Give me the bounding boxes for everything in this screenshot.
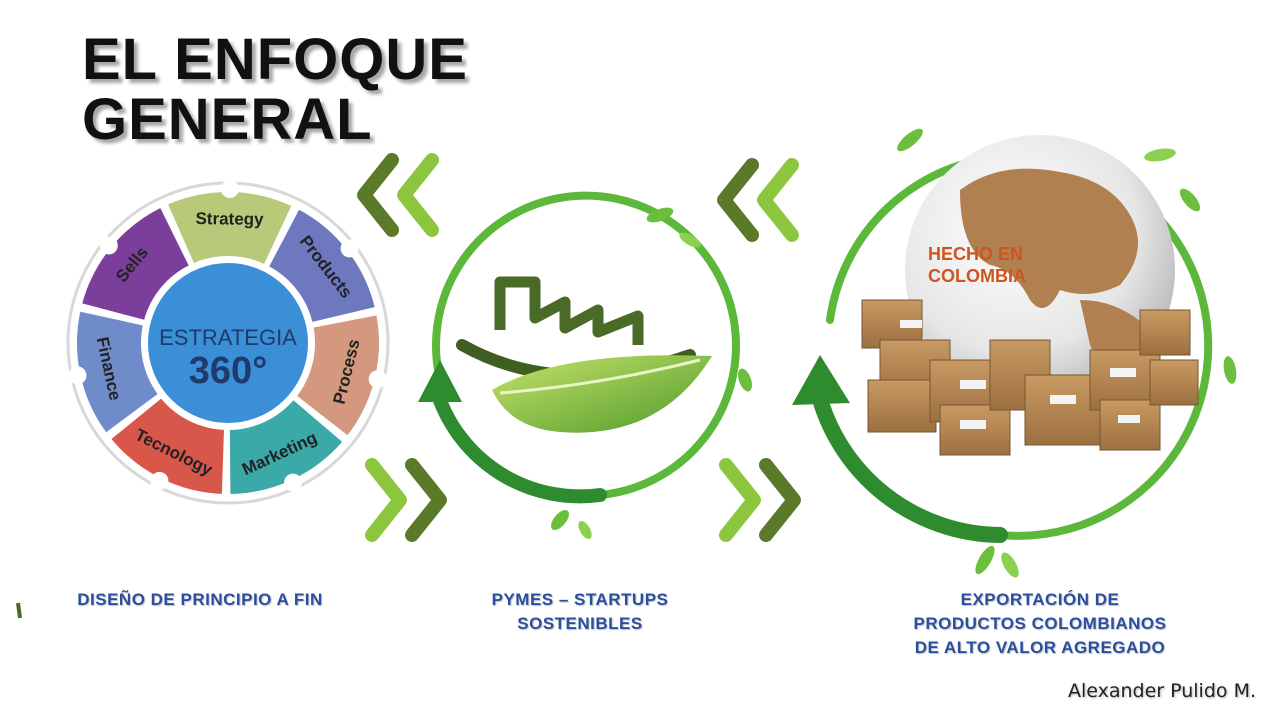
chevrons-left-2 xyxy=(717,158,799,242)
vine-leaf xyxy=(578,520,592,540)
cardboard-boxes xyxy=(861,299,1199,456)
slide-title: EL ENFOQUE GENERAL xyxy=(82,30,468,150)
vine-leaf xyxy=(975,545,995,575)
vine-leaf xyxy=(1223,356,1237,384)
wheel-segment-notch xyxy=(150,471,169,490)
caption-export-line-1: EXPORTACIÓN DE xyxy=(960,590,1120,609)
wheel-segment-notch xyxy=(99,236,118,255)
caption-pymes-line-1: PYMES – STARTUPS xyxy=(491,590,669,609)
wheel-segment-sells xyxy=(79,205,192,323)
chevrons-left-1 xyxy=(357,153,439,237)
chevrons-right-2 xyxy=(719,458,801,542)
vine-leaf xyxy=(1001,552,1019,578)
globe-label-1: HECHO EN xyxy=(928,244,1023,264)
caption-export-line-2: PRODUCTOS COLOMBIANOS xyxy=(913,614,1167,633)
wheel-segment-label: Strategy xyxy=(195,209,264,229)
strategy-wheel: ESTRATEGIA 360° StrategyProductsProcessM… xyxy=(66,180,390,505)
caption-design: DISEÑO DE PRINCIPIO A FIN xyxy=(20,588,380,612)
leaf-icon xyxy=(492,355,712,433)
wheel-segment-notch xyxy=(284,473,303,492)
caption-export: EXPORTACIÓN DE PRODUCTOS COLOMBIANOS DE … xyxy=(850,588,1230,660)
cycle-arrow-body xyxy=(431,388,607,504)
caption-design-line: DISEÑO DE PRINCIPIO A FIN xyxy=(77,590,323,609)
wheel-segment-marketing xyxy=(227,397,345,497)
wheel-segment-products xyxy=(266,207,378,325)
author-name: Alexander Pulido M. xyxy=(1067,680,1256,702)
cycle-arrow-head xyxy=(418,360,462,402)
vine-leaf xyxy=(738,368,752,392)
globe-label-2: COLOMBIA xyxy=(928,266,1026,286)
wheel-segment-finance xyxy=(75,309,161,436)
vine-leaf xyxy=(551,510,569,530)
wheel-segment-notch xyxy=(340,239,359,258)
export-arrow-body xyxy=(810,384,1008,543)
title-line-1: EL ENFOQUE xyxy=(82,27,468,92)
wheel-segment-strategy xyxy=(165,190,294,267)
vine-leaf xyxy=(897,128,923,152)
export-cycle: HECHO EN COLOMBIA xyxy=(792,128,1237,578)
vine-leaf xyxy=(1144,148,1176,162)
cycle-ring xyxy=(432,191,741,499)
wheel-segment-process xyxy=(294,313,381,439)
caption-pymes: PYMES – STARTUPS SOSTENIBLES xyxy=(430,588,730,636)
accent-mark xyxy=(16,602,22,619)
chevrons-right-1 xyxy=(365,458,447,542)
vine-leaf xyxy=(646,207,674,223)
wheel-segment-notch xyxy=(368,370,387,389)
caption-export-line-3: DE ALTO VALOR AGREGADO xyxy=(914,638,1166,657)
caption-pymes-line-2: SOSTENIBLES xyxy=(517,614,643,633)
wheel-center-label-1: ESTRATEGIA xyxy=(159,325,297,350)
wheel-segment-notch xyxy=(68,366,87,385)
vine-leaf xyxy=(679,232,701,248)
wheel-segments xyxy=(68,180,387,497)
export-arrow-head xyxy=(792,355,850,405)
wheel-center-label-2: 360° xyxy=(189,350,268,392)
wheel-segment-notch xyxy=(220,180,239,199)
sustainable-cycle xyxy=(418,191,752,540)
wheel-segment-tecnology xyxy=(108,395,227,496)
globe-continent xyxy=(960,168,1138,308)
vine-leaf xyxy=(1179,188,1201,212)
title-line-2: GENERAL xyxy=(82,87,373,152)
wheel-center xyxy=(144,259,312,427)
